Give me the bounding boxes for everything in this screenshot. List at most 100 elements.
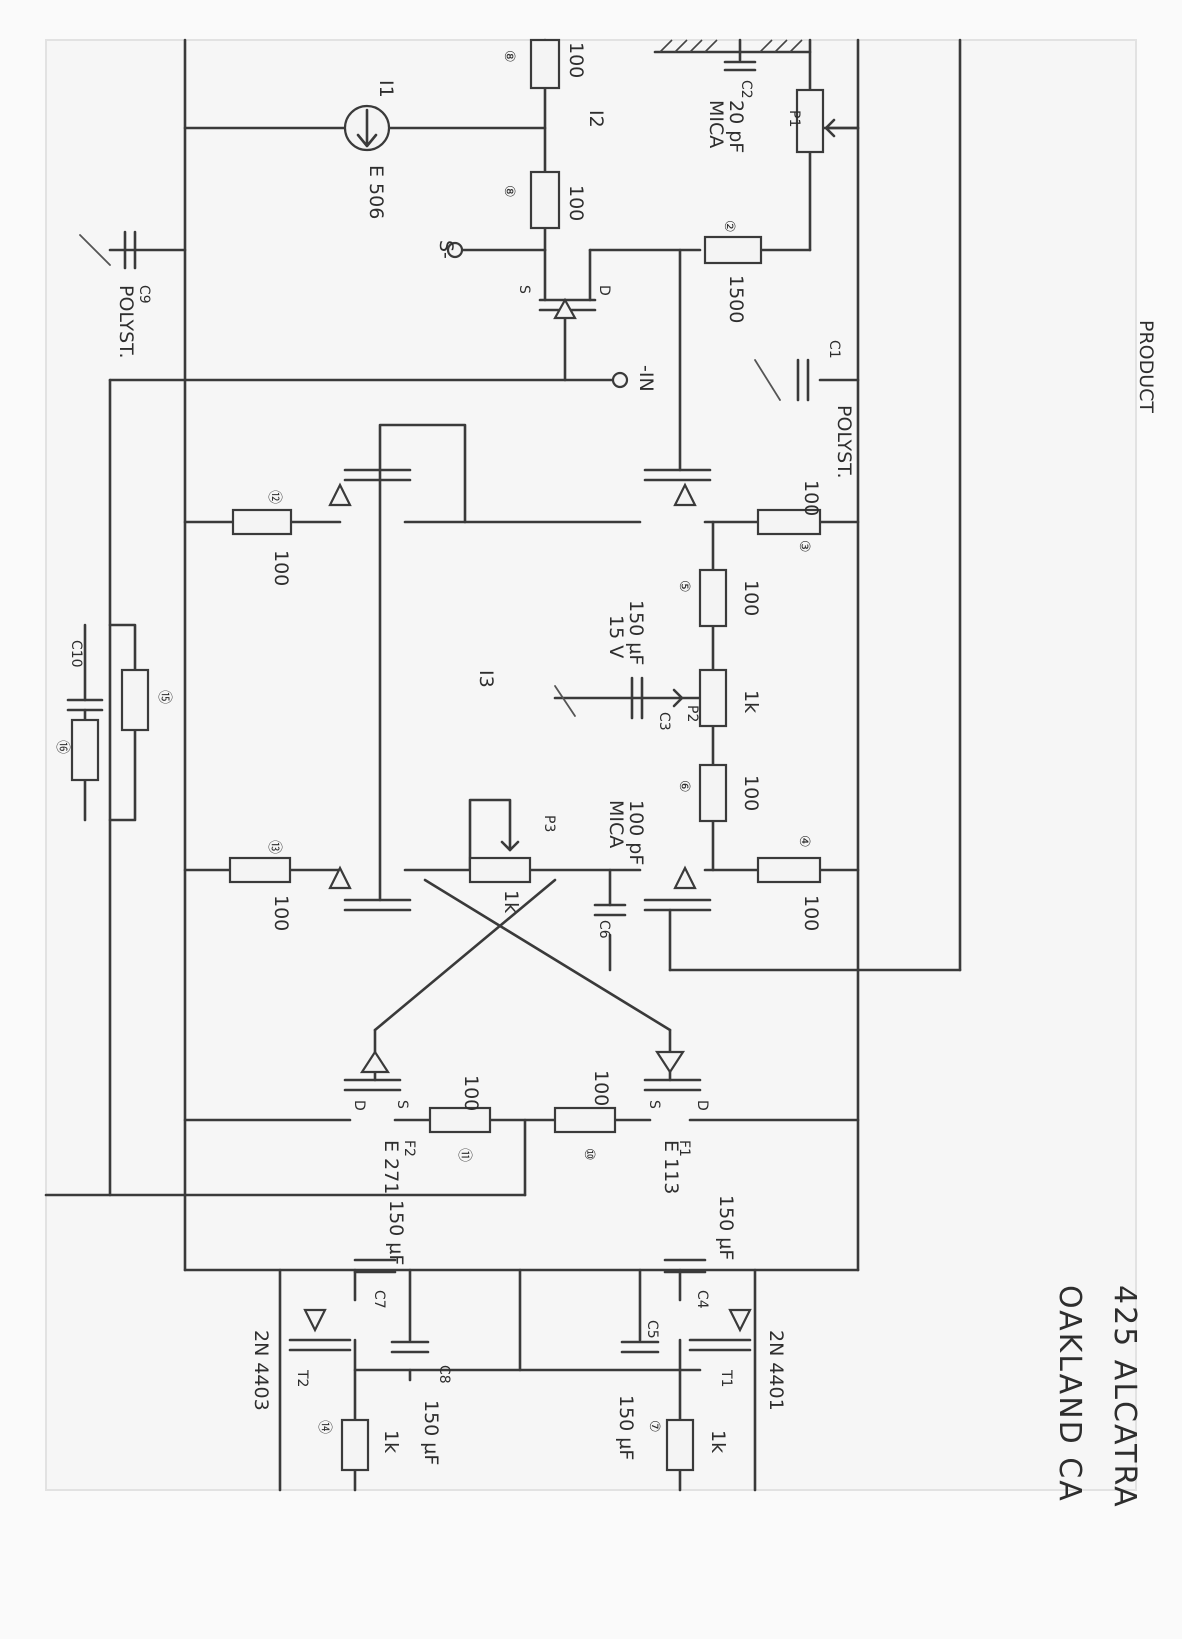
capacitors xyxy=(66,38,860,1354)
t1-part: 2N 4401 xyxy=(765,1330,787,1411)
r2-ref: ② xyxy=(721,220,737,233)
resistor-r14 xyxy=(340,1418,370,1472)
r8-ref: ⑧ xyxy=(501,50,517,63)
c8-ref: C8 xyxy=(436,1365,452,1384)
r12-ref: ⑫ xyxy=(266,490,282,504)
c8-value: 150 µF xyxy=(420,1400,442,1465)
p2-ref: P2 xyxy=(684,705,700,722)
r5-ref: ⑤ xyxy=(676,580,692,593)
resistor-r7 xyxy=(665,1418,695,1472)
r10-ref: ⑩ xyxy=(581,1148,597,1161)
c9-ref: C9 xyxy=(136,285,152,304)
c3-voltage: 15 V xyxy=(605,615,627,658)
r13-ref: ⑬ xyxy=(266,840,282,854)
resistor-r15 xyxy=(120,668,150,732)
address-line1: 425 ALCATRA xyxy=(1107,1285,1142,1509)
c6-note: MICA xyxy=(605,800,627,848)
resistor-r2 xyxy=(703,235,763,265)
f1-pin-s: S xyxy=(646,1100,662,1109)
r3-value: 100 xyxy=(800,480,822,516)
p2-wiper xyxy=(672,688,684,708)
f2-ref: F2 xyxy=(401,1140,417,1157)
f1-ref: F1 xyxy=(676,1140,692,1157)
potentiometer-p1 xyxy=(795,88,825,154)
r14-value: 1k xyxy=(380,1430,402,1453)
resistor-r13 xyxy=(228,856,292,884)
c6-ref: C6 xyxy=(596,920,612,939)
r5-value: 100 xyxy=(740,580,762,616)
resistor-r9 xyxy=(529,170,561,230)
i1-ref: I1 xyxy=(375,80,397,98)
address-line2: OAKLAND CA xyxy=(1052,1285,1087,1503)
f1-part: E 113 xyxy=(660,1140,682,1194)
r7-ref: ⑦ xyxy=(646,1420,662,1433)
p1-wiper xyxy=(824,118,860,138)
resistor-p2 xyxy=(698,668,728,728)
r6-value: 100 xyxy=(740,775,762,811)
r6-ref: ⑥ xyxy=(676,780,692,793)
r4-ref: ④ xyxy=(796,835,812,848)
r4-value: 100 xyxy=(800,895,822,931)
p3-wiper xyxy=(500,840,520,852)
i1-part: E 506 xyxy=(365,165,387,219)
r11-ref: ⑪ xyxy=(456,1148,472,1162)
f1-pin-d: D xyxy=(694,1100,710,1111)
terminal-in-minus xyxy=(611,371,629,389)
r8-value: 100 xyxy=(565,42,587,78)
r7-value: 1k xyxy=(707,1430,729,1453)
resistor-r3 xyxy=(756,508,822,536)
t1-ref: T1 xyxy=(718,1369,734,1387)
resistor-r12 xyxy=(231,508,293,536)
t2-part: 2N 4403 xyxy=(250,1330,272,1411)
c3-ref: C3 xyxy=(656,712,672,731)
i2-pin-d: D xyxy=(596,285,612,296)
c2-note: MICA xyxy=(705,100,727,148)
c2-value: 20 pF xyxy=(725,100,747,153)
resistor-r11 xyxy=(428,1106,492,1134)
resistor-r4 xyxy=(756,856,822,884)
r15-ref: ⑮ xyxy=(156,690,172,704)
labels: PRODUCT 425 ALCATRA OAKLAND CA ⑧ 100 ⑧ 1… xyxy=(54,42,1157,1509)
r10-value: 100 xyxy=(590,1070,612,1106)
c9-note: POLYST. xyxy=(115,285,137,359)
title-fragment: PRODUCT xyxy=(1135,320,1157,413)
c1-note: POLYST. xyxy=(833,405,855,479)
r3-ref: ③ xyxy=(796,540,812,553)
terminal-s-minus xyxy=(446,241,464,259)
current-source-i1 xyxy=(343,104,391,152)
r11-value: 100 xyxy=(460,1075,482,1111)
c6-value: 100 pF xyxy=(625,800,647,865)
r13-value: 100 xyxy=(270,895,292,931)
i3-ref: I3 xyxy=(475,670,497,688)
t2-ref: T2 xyxy=(294,1369,310,1387)
c5-ref: C5 xyxy=(644,1320,660,1339)
r9-value: 100 xyxy=(565,185,587,221)
c10-ref: C10 xyxy=(68,640,84,668)
resistor-r5 xyxy=(698,568,728,628)
p1-ref: P1 xyxy=(786,110,802,127)
c2-ref: C2 xyxy=(738,80,754,99)
resistors xyxy=(70,38,860,1472)
i2-pin-s: S xyxy=(516,285,532,294)
p3-value: 1k xyxy=(500,890,522,913)
resistor-p3 xyxy=(468,856,532,884)
resistor-r16 xyxy=(70,718,100,782)
c7-value: 150 µF xyxy=(385,1200,407,1265)
node-in-minus: -IN xyxy=(635,365,657,392)
c4-ref: C4 xyxy=(694,1290,710,1309)
resistor-r8 xyxy=(529,38,561,90)
r12-value: 100 xyxy=(270,550,292,586)
p3-ref: P3 xyxy=(541,815,557,832)
c7-ref: C7 xyxy=(371,1290,387,1309)
i2-ref: I2 xyxy=(585,110,607,128)
transistors xyxy=(288,297,752,1352)
r14-ref: ⑭ xyxy=(316,1420,332,1434)
p2-value: 1k xyxy=(740,690,762,713)
resistor-r6 xyxy=(698,763,728,823)
r9-ref: ⑧ xyxy=(501,185,517,198)
r2-value: 1500 xyxy=(725,275,747,323)
r16-ref: ⑯ xyxy=(54,740,70,754)
f2-pin-s: S xyxy=(394,1100,410,1109)
c3-value: 150 µF xyxy=(625,600,647,665)
